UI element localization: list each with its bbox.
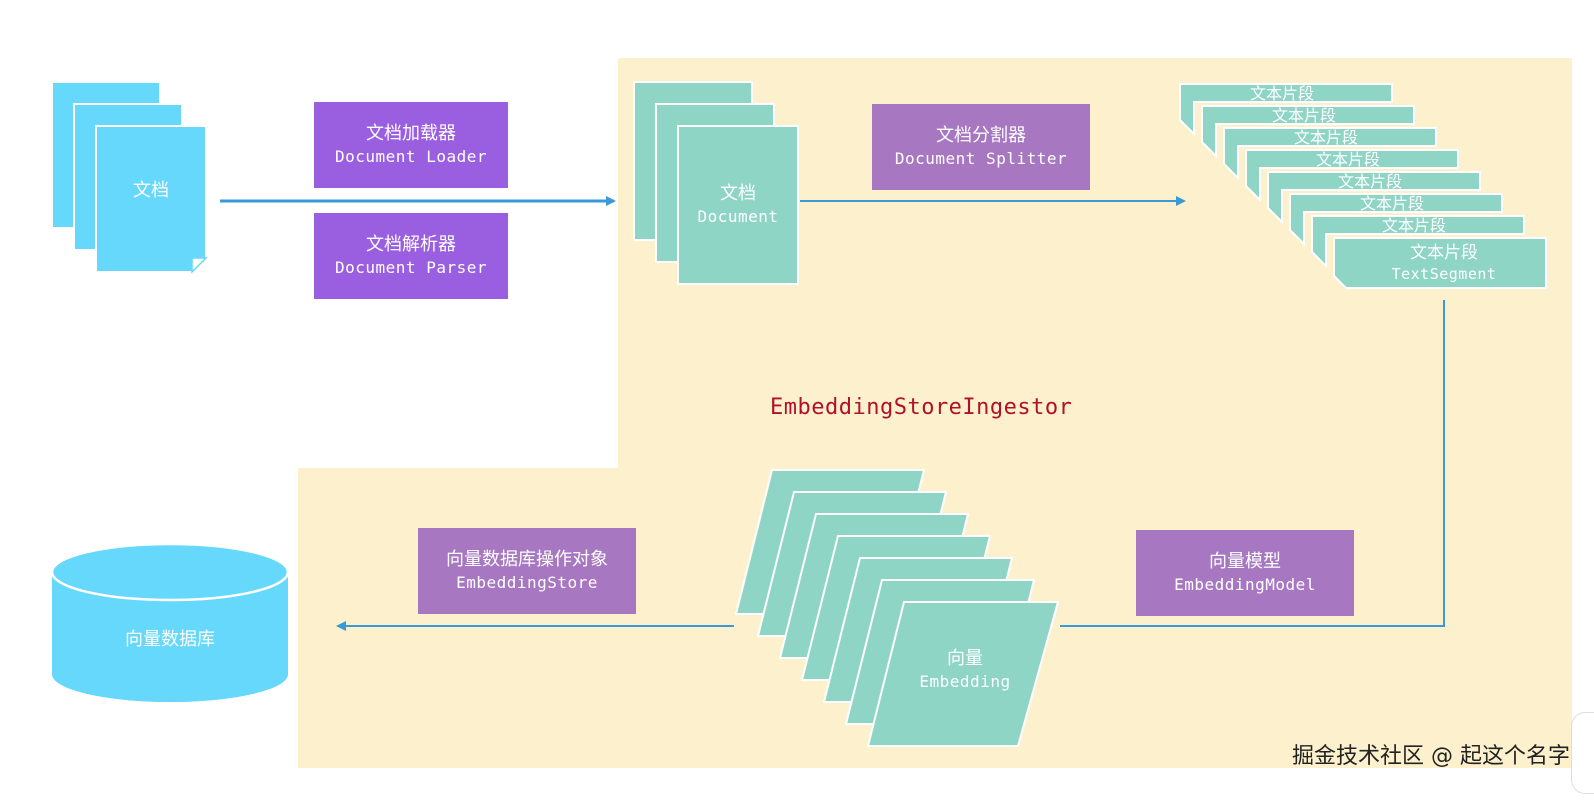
segment-stack-label: 文本片段 [1272,106,1337,125]
source-docs-label: 文档 [133,180,169,201]
embedding-store-en: EmbeddingStore [456,573,598,592]
segment-stack-label: 文本片段 [1338,172,1403,191]
vector-database-label: 向量数据库 [125,629,215,650]
embedding-cn: 向量 [947,648,983,669]
embedding-label: 向量 Embedding [900,640,1030,700]
document-splitter-box: 文档分割器 Document Splitter [872,104,1090,190]
text-segment-cn: 文本片段 [1410,243,1478,263]
embedding-model-cn: 向量模型 [1209,551,1281,572]
document-label: 文档 Document [678,126,798,284]
segment-stack-label: 文本片段 [1382,216,1447,235]
document-loader-box: 文档加载器 Document Loader [314,102,508,188]
segment-stack-label: 文本片段 [1316,150,1381,169]
document-splitter-cn: 文档分割器 [936,125,1026,146]
scroll-handle[interactable] [1571,712,1594,794]
embedding-store-cn: 向量数据库操作对象 [446,549,608,570]
document-en: Document [697,207,779,226]
embedding-model-box: 向量模型 EmbeddingModel [1136,530,1354,616]
watermark: 掘金技术社区 @ 起这个名字 [1292,744,1570,769]
segment-stack-label: 文本片段 [1294,128,1359,147]
embedding-model-en: EmbeddingModel [1174,575,1316,594]
text-segment-front-label: 文本片段 TextSegment [1346,238,1542,288]
segment-stack-label: 文本片段 [1250,84,1315,103]
document-cn: 文档 [720,183,756,204]
document-loader-cn: 文档加载器 [366,123,456,144]
document-splitter-en: Document Splitter [894,149,1068,168]
text-segment-en: TextSegment [1391,265,1497,283]
embedding-en: Embedding [919,672,1011,691]
document-loader-en: Document Loader [335,147,487,166]
embedding-store-box: 向量数据库操作对象 EmbeddingStore [418,528,636,614]
document-parser-en: Document Parser [335,258,487,277]
document-parser-cn: 文档解析器 [366,234,456,255]
segment-stack-label: 文本片段 [1360,194,1425,213]
ingestor-label: EmbeddingStoreIngestor [770,395,1073,420]
document-parser-box: 文档解析器 Document Parser [314,213,508,299]
